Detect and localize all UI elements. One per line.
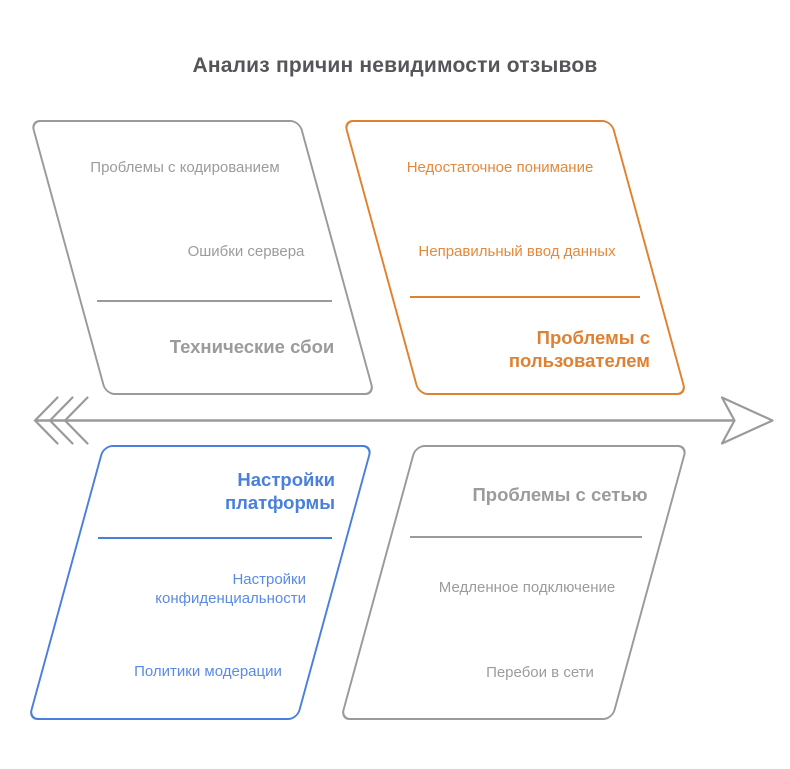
fletching-icon <box>33 396 89 445</box>
branch-label-technical: Технические сбои <box>169 336 335 357</box>
cause-server-errors: Ошибки сервера <box>187 243 305 260</box>
branch-divider-user <box>410 296 640 298</box>
cause-moderation-policies: Политики модерации <box>134 663 282 680</box>
branch-divider-technical <box>97 300 332 302</box>
cause-insufficient-understanding: Недостаточное понимание <box>406 159 594 176</box>
arrowhead-icon <box>720 396 774 445</box>
diagram-title: Анализ причин невидимости отзывов <box>192 54 598 77</box>
cause-slow-connection: Медленное подключение <box>438 579 616 596</box>
branch-divider-platform <box>98 537 332 539</box>
cause-network-outages: Перебои в сети <box>486 664 594 681</box>
cause-privacy-settings: Настройки конфиденциальности <box>155 571 306 607</box>
cause-coding-problems: Проблемы с кодированием <box>90 159 280 176</box>
cause-incorrect-data-entry: Неправильный ввод данных <box>418 243 616 260</box>
branch-label-user: Проблемы с пользователем <box>508 327 650 371</box>
branch-label-network: Проблемы с сетью <box>472 484 648 505</box>
branch-label-platform: Настройки платформы <box>224 469 335 513</box>
branch-divider-network <box>410 536 642 538</box>
